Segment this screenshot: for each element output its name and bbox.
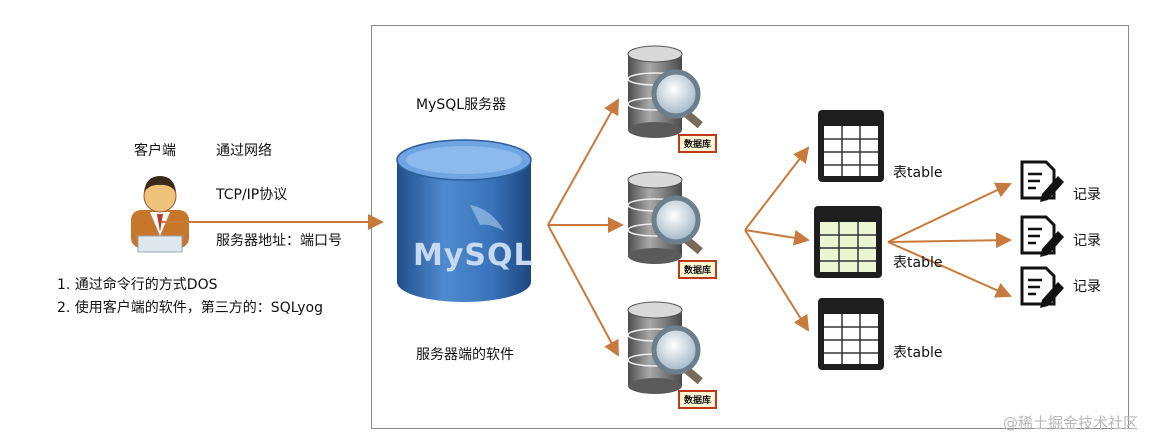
server-software-label: 服务器端的软件 (416, 347, 514, 363)
table-label-1: 表table (893, 165, 943, 181)
table-record-arrows (887, 182, 1012, 298)
protocol-label: TCP/IP协议 (216, 187, 288, 203)
table-icon-2 (814, 206, 882, 278)
client-title: 客户端 (134, 143, 176, 159)
client-method-2: 2. 使用客户端的软件，第三方的：SQLyog (57, 300, 323, 316)
network-label: 通过网络 (216, 143, 272, 159)
table-label-3: 表table (893, 345, 943, 361)
table-icon-3 (818, 298, 884, 370)
table-label-2: 表table (893, 255, 943, 271)
record-label-2: 记录 (1073, 233, 1101, 249)
record-label-1: 记录 (1073, 187, 1101, 203)
client-method-1: 1. 通过命令行的方式DOS (57, 277, 218, 293)
database-tag-2: 数据库 (678, 260, 718, 279)
client-user-icon (131, 176, 189, 253)
database-tag-1: 数据库 (678, 134, 718, 153)
record-icon-1 (1020, 160, 1064, 202)
db-table-arrows (744, 146, 810, 332)
database-tag-3: 数据库 (678, 390, 718, 409)
record-icon-3 (1020, 266, 1064, 308)
address-label: 服务器地址：端口号 (216, 233, 342, 249)
database-icon-2 (627, 171, 703, 264)
database-icon-1 (627, 45, 703, 138)
watermark: @稀土掘金技术社区 (1002, 414, 1138, 432)
mysql-logo-text: MySQL (413, 238, 534, 273)
server-title: MySQL服务器 (416, 97, 507, 113)
record-icon-2 (1020, 215, 1064, 257)
table-icon-1 (818, 110, 884, 182)
server-db-arrows (547, 98, 624, 357)
mysql-server-cylinder (396, 139, 532, 302)
record-label-3: 记录 (1073, 279, 1101, 295)
database-icon-3 (627, 301, 703, 394)
